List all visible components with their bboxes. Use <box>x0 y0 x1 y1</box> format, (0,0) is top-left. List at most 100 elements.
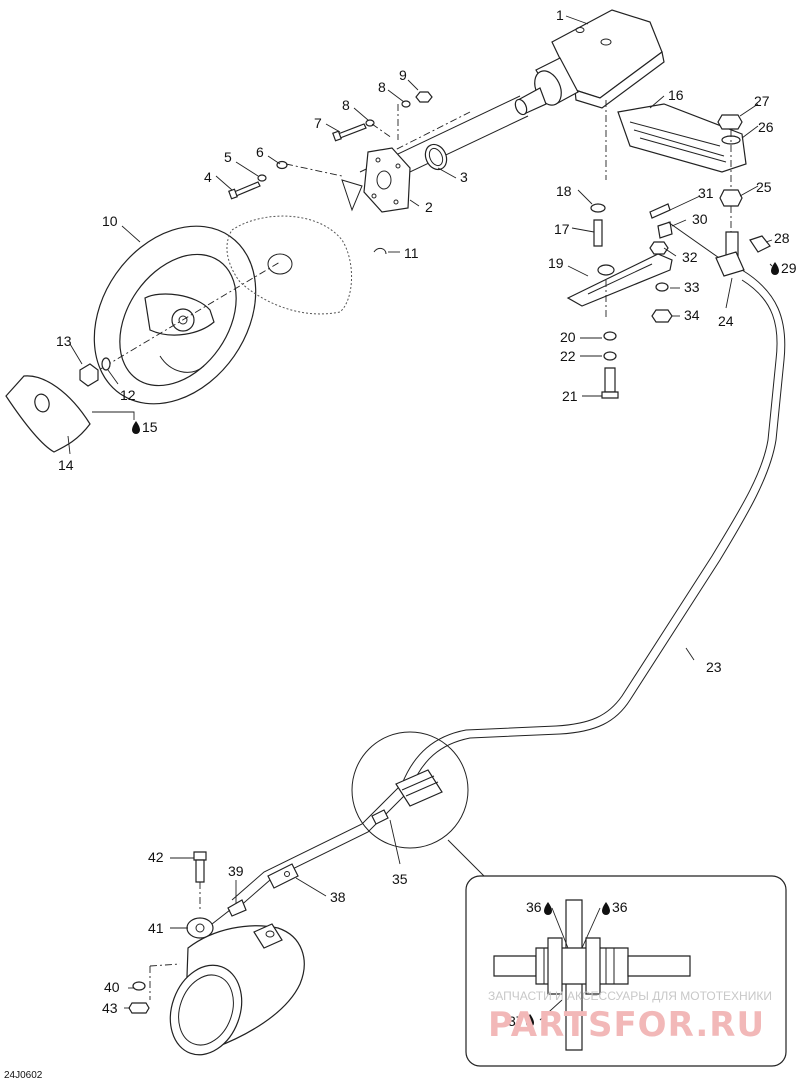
phantom-pad-outline <box>226 215 352 315</box>
callout-18: 18 <box>556 183 572 199</box>
nut-34 <box>651 309 673 323</box>
cable-end-39 <box>227 899 247 917</box>
callout-26: 26 <box>758 119 774 135</box>
cable-fitting-35 <box>351 731 469 849</box>
nut-32 <box>649 241 669 255</box>
washer-8-right <box>401 100 411 108</box>
bolt-4 <box>228 181 261 200</box>
callout-17: 17 <box>554 221 570 237</box>
callout-36-left: 36 <box>526 899 542 915</box>
callout-34: 34 <box>684 307 700 323</box>
bolt-21 <box>601 367 619 399</box>
steering-wheel <box>93 225 257 405</box>
callout-8-left: 8 <box>342 97 350 113</box>
callout-40: 40 <box>104 979 120 995</box>
watermark-tagline: ЗАПЧАСТИ И АКСЕССУАРЫ ДЛЯ МОТОТЕХНИКИ <box>488 989 772 1003</box>
callout-36-right-group: 36 <box>602 899 628 915</box>
callout-37: 37 <box>508 1013 524 1029</box>
washer-12 <box>101 357 111 371</box>
callout-5: 5 <box>224 149 232 165</box>
callout-22: 22 <box>560 348 576 364</box>
callout-15-group: 15 <box>132 419 158 435</box>
lock-nut-28 <box>749 235 771 253</box>
callout-7: 7 <box>314 115 322 131</box>
callout-32: 32 <box>682 249 698 265</box>
callout-13: 13 <box>56 333 72 349</box>
callout-11: 11 <box>404 245 419 261</box>
nut-13 <box>79 363 99 387</box>
washer-40 <box>132 981 146 991</box>
callout-30: 30 <box>692 211 708 227</box>
callout-3: 3 <box>460 169 468 185</box>
callout-6: 6 <box>256 144 264 160</box>
ball-joint-30 <box>657 221 673 239</box>
bushing-3 <box>424 143 448 171</box>
callout-37-group: 37 <box>508 1013 534 1029</box>
callout-10: 10 <box>102 213 118 229</box>
washer-20 <box>603 331 617 341</box>
callouts: 1 2 3 4 5 6 7 8 8 9 10 11 12 13 14 15 16… <box>56 7 797 1029</box>
clip-11 <box>373 247 387 255</box>
cable-fitting-24 <box>715 251 745 277</box>
detail-inset <box>465 875 787 1067</box>
callout-27: 27 <box>754 93 770 109</box>
steering-cable <box>231 269 786 909</box>
callout-21: 21 <box>562 388 578 404</box>
callout-42: 42 <box>148 849 164 865</box>
nozzle-housing <box>169 923 305 1056</box>
nut-9 <box>415 91 433 103</box>
callout-2: 2 <box>425 199 433 215</box>
nut-43 <box>128 1002 150 1014</box>
washer-22 <box>603 351 617 361</box>
cable-sleeve-38 <box>267 863 299 889</box>
callout-36-right: 36 <box>612 899 628 915</box>
callout-31: 31 <box>698 185 714 201</box>
washer-18 <box>590 203 606 213</box>
callout-16: 16 <box>668 87 684 103</box>
bracket-16 <box>617 103 747 173</box>
callout-8-right: 8 <box>378 79 386 95</box>
callout-1: 1 <box>556 7 564 23</box>
oil-drop-icon <box>526 1014 534 1027</box>
callout-15: 15 <box>142 419 158 435</box>
nut-25 <box>719 189 743 207</box>
callout-19: 19 <box>548 255 564 271</box>
oil-drop-icon <box>544 902 552 915</box>
callout-14: 14 <box>58 457 74 473</box>
callout-41: 41 <box>148 920 164 936</box>
leader-lines <box>67 15 773 1021</box>
callout-36-left-group: 36 <box>526 899 552 915</box>
callout-12: 12 <box>120 387 136 403</box>
callout-29-group: 29 <box>771 260 797 276</box>
mounting-plate-2 <box>341 147 411 213</box>
callout-24: 24 <box>718 313 734 329</box>
diagram-code: 24J0602 <box>4 1070 43 1081</box>
callout-35: 35 <box>392 871 408 887</box>
bolt-17 <box>593 219 603 247</box>
oil-drop-icon <box>132 421 140 434</box>
center-cap <box>5 375 91 453</box>
callout-23: 23 <box>706 659 722 675</box>
rod-end-31 <box>649 203 671 219</box>
bolt-42 <box>193 851 207 883</box>
oil-drop-icon <box>771 262 779 275</box>
callout-28: 28 <box>774 230 790 246</box>
callout-25: 25 <box>756 179 772 195</box>
callout-29: 29 <box>781 260 797 276</box>
watermark-logo: PARTSFOR.RU <box>488 1005 765 1045</box>
callout-43: 43 <box>102 1000 118 1016</box>
washer-33 <box>655 282 669 292</box>
lever-19 <box>566 253 673 307</box>
steering-column-housing <box>514 9 665 116</box>
washer-5 <box>257 174 267 182</box>
oil-drop-icon <box>602 902 610 915</box>
callout-39: 39 <box>228 863 244 879</box>
callout-4: 4 <box>204 169 212 185</box>
bolt-7 <box>332 123 367 142</box>
callout-33: 33 <box>684 279 700 295</box>
nut-27 <box>717 114 743 130</box>
callout-38: 38 <box>330 889 346 905</box>
callout-20: 20 <box>560 329 576 345</box>
callout-9: 9 <box>399 67 407 83</box>
